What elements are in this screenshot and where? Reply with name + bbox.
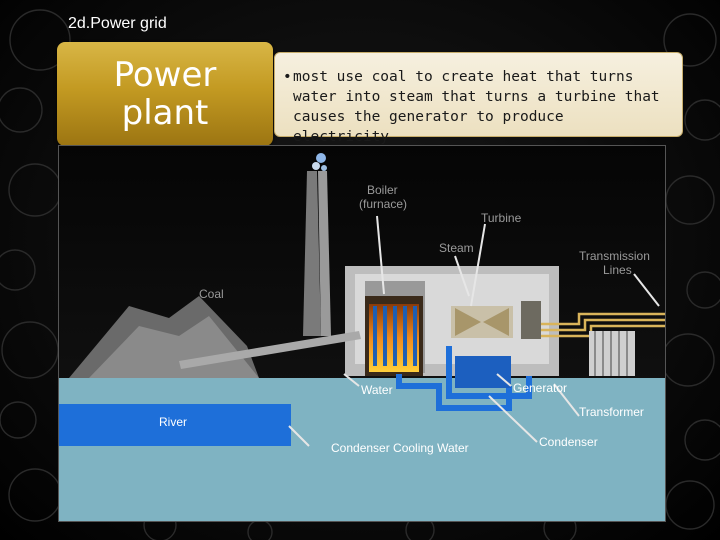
transformer bbox=[589, 331, 635, 376]
smoke-puffs bbox=[312, 153, 327, 171]
bullet-box: • most use coal to create heat that turn… bbox=[274, 52, 683, 145]
label-river: River bbox=[159, 415, 187, 429]
label-transformer: Transformer bbox=[579, 405, 644, 419]
label-turbine: Turbine bbox=[481, 211, 522, 225]
label-boiler: Boiler bbox=[367, 183, 398, 197]
label-condenser: Condenser bbox=[539, 435, 598, 449]
label-water: Water bbox=[361, 383, 393, 397]
furnace bbox=[365, 296, 423, 376]
label-generator: Generator bbox=[513, 381, 567, 395]
ground-water bbox=[59, 378, 665, 521]
label-transmission-1: Transmission bbox=[579, 249, 650, 263]
label-coal: Coal bbox=[199, 287, 224, 301]
label-cooling-water: Condenser Cooling Water bbox=[331, 441, 469, 455]
annotation-arrows bbox=[288, 215, 660, 447]
bullet-line-3: causes the generator to produce electric… bbox=[293, 109, 564, 145]
bullet-line-1: most use coal to create heat that turns bbox=[293, 69, 634, 85]
label-steam: Steam bbox=[439, 241, 474, 255]
diagram-svg: Boiler (furnace) Turbine Steam Transmiss… bbox=[59, 146, 665, 521]
power-plant-label: Power plant bbox=[113, 54, 217, 133]
turbine bbox=[451, 301, 541, 339]
river-band bbox=[59, 404, 291, 446]
label-furnace: (furnace) bbox=[359, 197, 407, 211]
coal-pile bbox=[69, 296, 361, 378]
bullet-line-2: water into steam that turns a turbine th… bbox=[293, 89, 660, 105]
power-plant-diagram: Boiler (furnace) Turbine Steam Transmiss… bbox=[58, 145, 666, 522]
slide-title: 2d.Power grid bbox=[68, 15, 167, 32]
condenser-unit bbox=[455, 356, 511, 388]
bullet-dot: • bbox=[283, 69, 292, 85]
power-plant-label-box: Power plant bbox=[57, 42, 273, 146]
smokestack bbox=[303, 171, 331, 336]
label-transmission-2: Lines bbox=[603, 263, 632, 277]
